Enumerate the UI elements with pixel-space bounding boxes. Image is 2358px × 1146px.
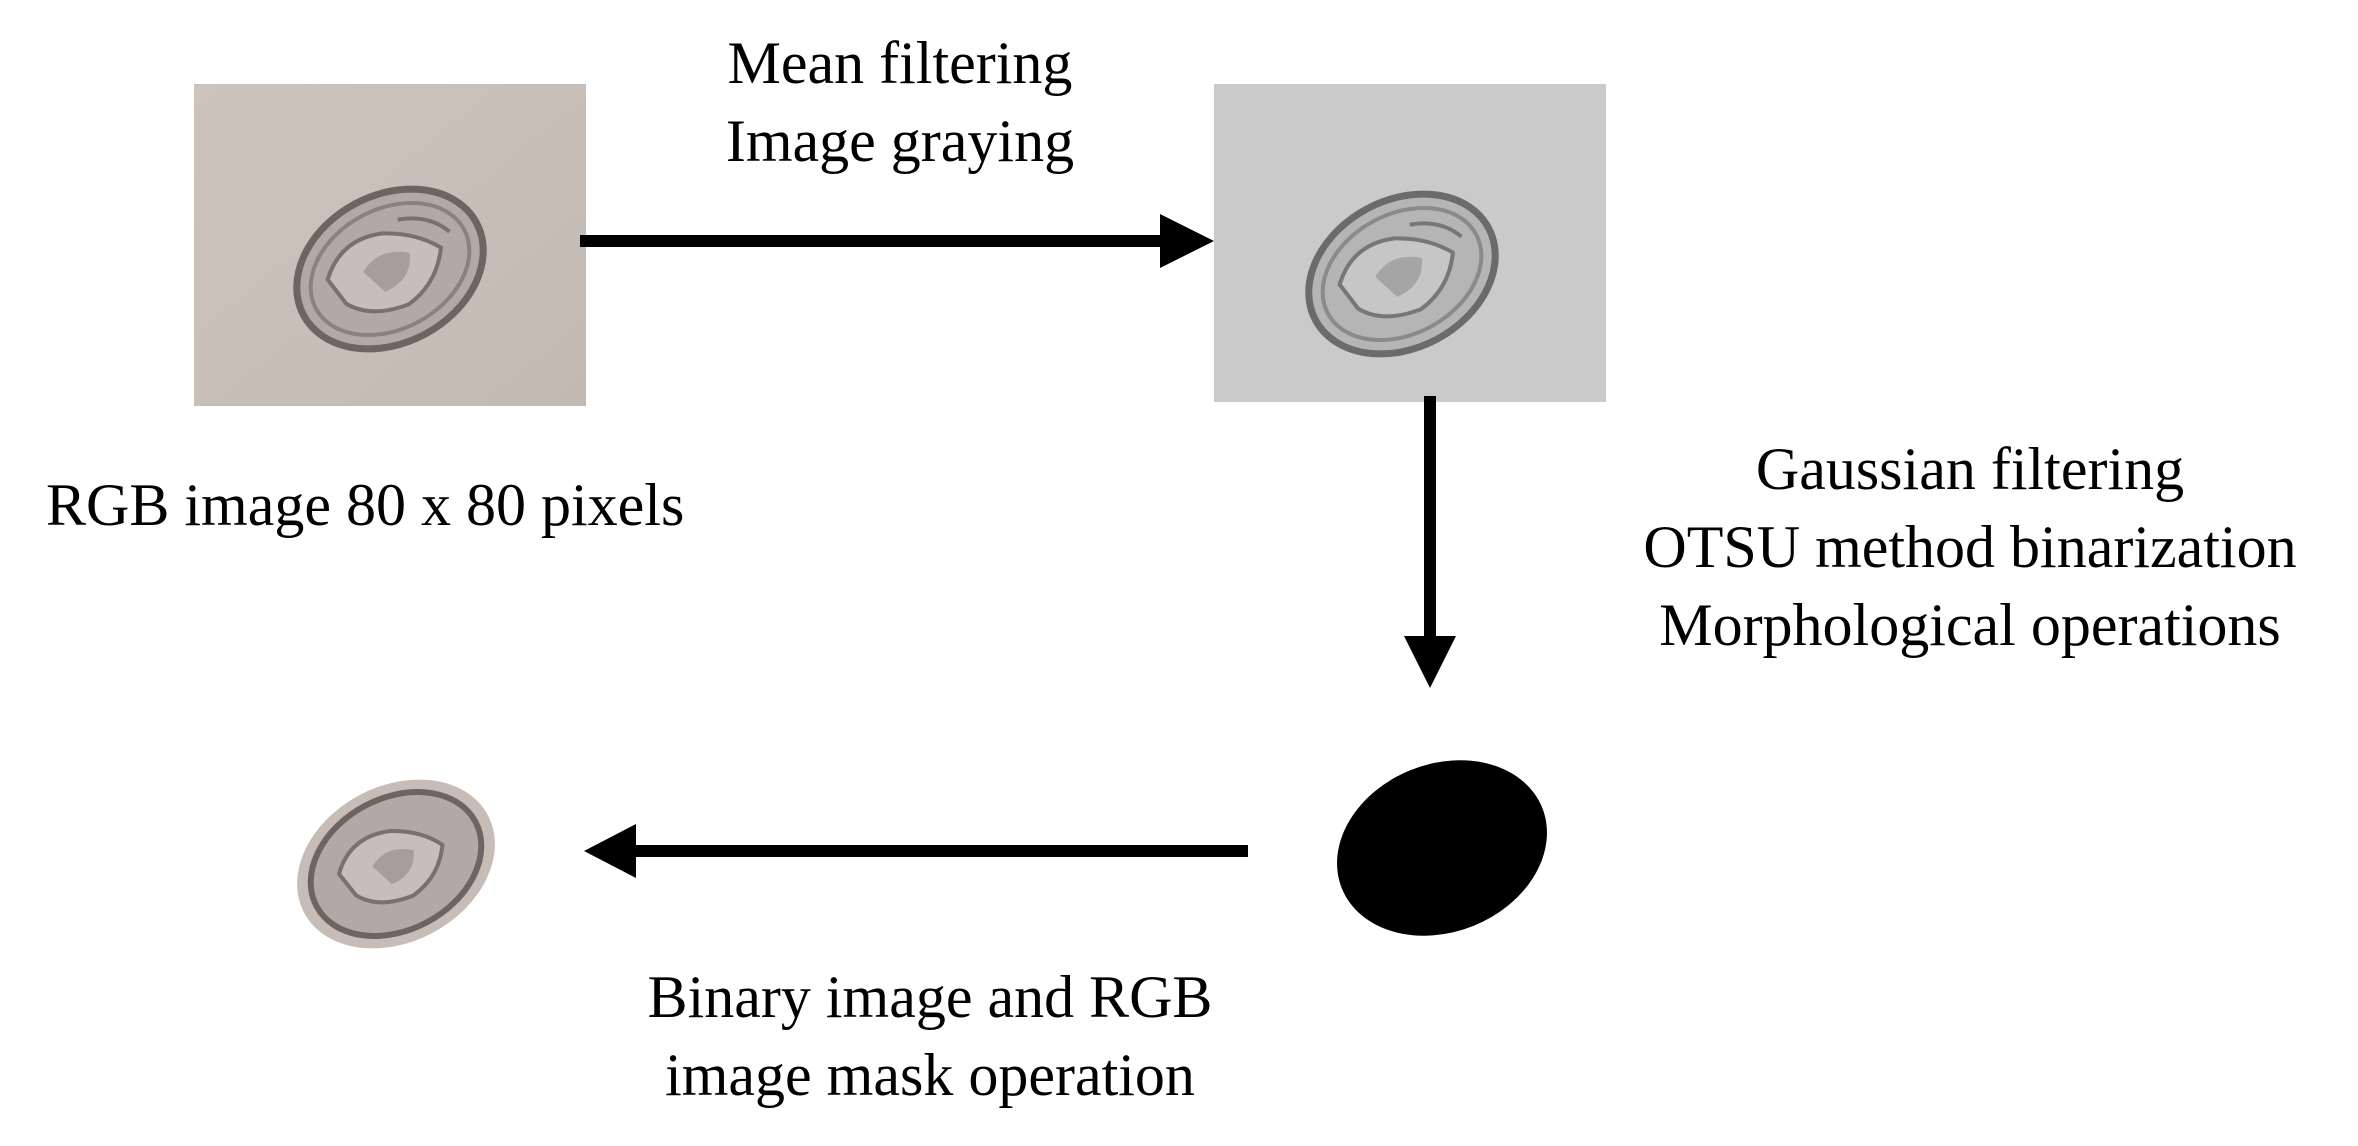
label-rgb-caption: RGB image 80 x 80 pixels [46, 466, 684, 544]
arrow-binary-to-masked [584, 824, 1248, 878]
label-gaussian-steps: Gaussian filtering OTSU method binarizat… [1600, 430, 2340, 664]
label-mean-filtering: Mean filtering Image graying [650, 24, 1150, 180]
arrow-rgb-to-gray [580, 214, 1214, 268]
label-gaussian-line-2: OTSU method binarization [1643, 514, 2297, 580]
label-gaussian-line-1: Gaussian filtering [1755, 436, 2185, 502]
label-rgb-caption-text: RGB image 80 x 80 pixels [46, 472, 685, 538]
binary-mask-image [1337, 760, 1547, 936]
masked-rgb-image [297, 779, 495, 949]
grayscale-image [1214, 84, 1606, 402]
label-mean-filtering-line-1: Mean filtering [727, 30, 1073, 96]
label-mask-line-1: Binary image and RGB [647, 964, 1213, 1030]
arrow-gray-to-binary [1404, 396, 1456, 688]
label-mask-line-2: image mask operation [665, 1042, 1195, 1108]
label-mask-operation: Binary image and RGB image mask operatio… [560, 958, 1300, 1114]
rgb-image [194, 84, 586, 406]
label-mean-filtering-line-2: Image graying [725, 108, 1075, 174]
label-gaussian-line-3: Morphological operations [1659, 592, 2281, 658]
